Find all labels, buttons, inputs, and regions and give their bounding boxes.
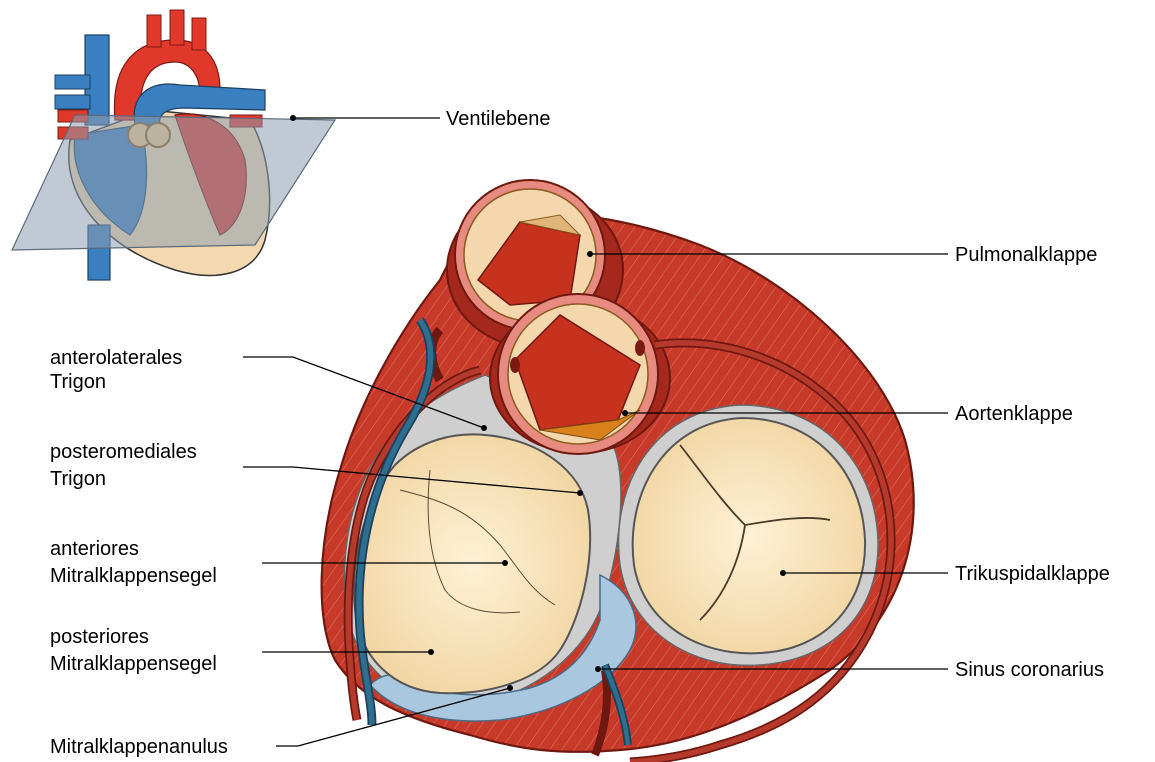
- leader-dot-posteriores: [428, 649, 434, 655]
- aortic-branch-1: [147, 15, 161, 47]
- mitral-valve: [354, 434, 590, 693]
- leader-dot-posteromediales: [577, 490, 583, 496]
- aortic-branch-2: [170, 10, 184, 45]
- leader-dot-mitralklappenanulus: [507, 685, 513, 691]
- leader-dot-trikuspidalklappe: [780, 570, 786, 576]
- leader-dot-sinus-coronarius: [595, 666, 601, 672]
- leader-dot-anterolaterales: [481, 425, 487, 431]
- label-posteriores-line2: Mitralklappensegel: [50, 653, 217, 675]
- valve-plane-cross-section: [322, 180, 914, 762]
- aortic-branch-3: [192, 18, 206, 50]
- tricuspid-valve: [633, 418, 865, 653]
- leader-dot-anteriores: [502, 560, 508, 566]
- label-pulmonalklappe: Pulmonalklappe: [955, 244, 1097, 266]
- label-anteriores-line2: Mitralklappensegel: [50, 565, 217, 587]
- label-sinus-coronarius: Sinus coronarius: [955, 659, 1104, 681]
- leader-dot-pulmonalklappe: [587, 251, 593, 257]
- pulmonary-vein-left-2: [55, 95, 90, 109]
- label-posteromediales-line2: Trigon: [50, 468, 106, 490]
- label-ventilebene: Ventilebene: [446, 108, 551, 130]
- label-anterolaterales-line1: anterolaterales: [50, 347, 182, 369]
- label-anterolaterales-line2: Trigon: [50, 371, 106, 393]
- leader-dot-aortenklappe: [622, 410, 628, 416]
- heart-overview-illustration: [12, 10, 335, 280]
- label-trikuspidalklappe: Trikuspidalklappe: [955, 563, 1110, 585]
- label-anteriores-line1: anteriores: [50, 538, 139, 560]
- label-mitralklappenanulus: Mitralklappenanulus: [50, 736, 228, 758]
- label-posteromediales-line1: posteromediales: [50, 441, 197, 463]
- pulmonary-vein-left-1: [55, 75, 90, 89]
- label-aortenklappe: Aortenklappe: [955, 403, 1073, 425]
- label-posteriores-line1: posteriores: [50, 626, 149, 648]
- leader-dot-ventilebene: [290, 115, 296, 121]
